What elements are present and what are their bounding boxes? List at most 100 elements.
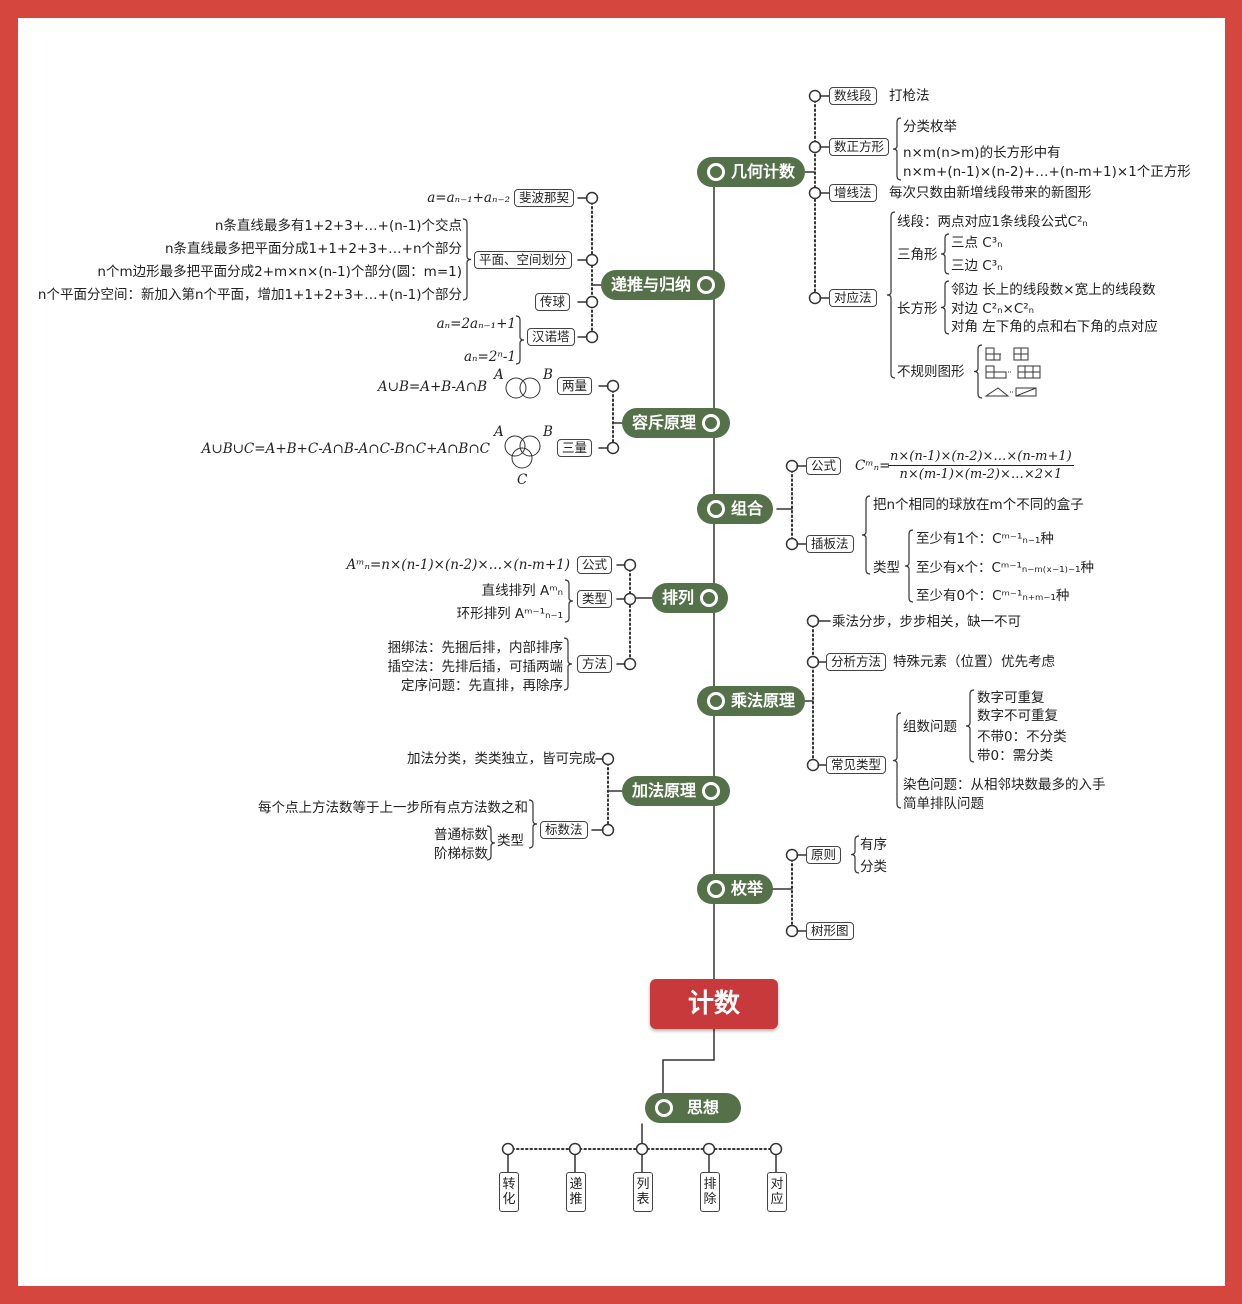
node-ring-icon (707, 692, 725, 710)
tag-labeling[interactable]: 标数法 (540, 821, 588, 839)
tag-analysis-method[interactable]: 分析方法 (826, 653, 887, 671)
tag-three-sets[interactable]: 三量 (557, 439, 593, 457)
node-circle-icon (769, 1142, 783, 1156)
irregular-shape-icon (985, 347, 1001, 361)
venn-circle-icon (519, 435, 541, 457)
division-line: n条直线最多有1+2+3+…+(n-1)个交点 (214, 218, 462, 234)
permutation-method: 定序问题：先直排，再除序 (401, 678, 563, 694)
brace (886, 211, 896, 379)
irregular-shape-icon (1015, 387, 1037, 397)
node-circle-icon (635, 1142, 649, 1156)
brace (850, 835, 860, 874)
venn-label-b: B (543, 367, 553, 383)
node-ring-icon (702, 414, 721, 432)
venn-label-b: B (543, 424, 553, 440)
node-circle-icon (808, 89, 822, 103)
thinking-item[interactable]: 对应 (767, 1172, 787, 1212)
thinking-item[interactable]: 递推 (566, 1172, 586, 1212)
node-multiplication[interactable]: 乘法原理 (697, 686, 806, 716)
digit-item: 数字可重复 (977, 690, 1045, 706)
mind-map-canvas (18, 18, 1225, 1286)
root-node[interactable]: 计数 (650, 979, 778, 1029)
node-circle-icon (785, 848, 799, 862)
tag-combination-formula[interactable]: 公式 (806, 457, 842, 475)
node-ring-icon (707, 500, 725, 518)
digit-item: 带0：需分类 (977, 748, 1054, 764)
node-inclusion-exclusion[interactable]: 容斥原理 (622, 408, 731, 438)
thinking-item[interactable]: 转化 (499, 1172, 519, 1212)
venn-circle-icon (511, 447, 533, 469)
venn-label-a: A (494, 424, 504, 440)
tag-division[interactable]: 平面、空间划分 (474, 251, 572, 269)
tag-correspondence[interactable]: 对应法 (829, 289, 877, 307)
squares-line: n×m(n>m)的长方形中有 (903, 145, 1061, 161)
irregular-shape-icon (1017, 365, 1041, 379)
node-addition[interactable]: 加法原理 (622, 776, 731, 806)
addition-rule: 加法分类，类类独立，皆可完成 (407, 751, 596, 767)
node-ring-icon (655, 1099, 673, 1117)
node-label: 枚举 (731, 879, 764, 898)
denominator: n×(m-1)×(m-2)×…×2×1 (899, 467, 1063, 482)
node-circle-icon (606, 379, 620, 393)
brace (940, 280, 950, 335)
brace (515, 315, 525, 365)
brace (563, 637, 573, 691)
tag-permutation-methods[interactable]: 方法 (577, 655, 613, 673)
node-permutation[interactable]: 排列 (652, 583, 729, 613)
node-circle-icon (585, 253, 599, 267)
thinking-item[interactable]: 列表 (633, 1172, 653, 1212)
three-sets-formula: A∪B∪C=A+B+C-A∩B-A∩C-B∩C+A∩B∩C (201, 441, 490, 457)
thinking-item[interactable]: 排除 (700, 1172, 720, 1212)
tag-add-line[interactable]: 增线法 (829, 184, 877, 202)
tag-permutation-formula[interactable]: 公式 (577, 556, 613, 574)
tag-count-segments[interactable]: 数线段 (829, 87, 877, 105)
brace (892, 117, 902, 181)
node-enumeration[interactable]: 枚举 (697, 874, 774, 904)
node-thinking[interactable]: 思想 (645, 1093, 741, 1123)
brace (940, 233, 950, 275)
tag-permutation-types[interactable]: 类型 (577, 590, 613, 608)
labeling-type-item: 普通标数 (434, 827, 488, 843)
squares-line: 分类枚举 (903, 119, 957, 135)
digit-item: 数字不可重复 (977, 708, 1058, 724)
venn-label-a: A (494, 367, 504, 383)
principle-item: 有序 (860, 837, 887, 853)
node-label: 排列 (662, 588, 695, 607)
rectangle-item: 邻边 长上的线段数×宽上的线段数 (951, 282, 1156, 298)
coloring-problem: 染色问题：从相邻块数最多的入手 (903, 777, 1106, 793)
node-combination[interactable]: 组合 (697, 494, 774, 524)
node-ring-icon (702, 782, 721, 800)
venn-label-c: C (517, 472, 528, 488)
node-circle-icon (785, 459, 799, 473)
node-circle-icon (501, 1142, 515, 1156)
rectangle-item: 对边 C²ₙ×C²ₙ (951, 301, 1035, 317)
node-label: 加法原理 (632, 781, 697, 800)
venn-circle-icon (519, 377, 541, 399)
rectangle-item: 对角 左下角的点和右下角的点对应 (951, 319, 1158, 335)
tag-principle[interactable]: 原则 (806, 846, 842, 864)
labeling-line: 每个点上方法数等于上一步所有点方法数之和 (258, 800, 528, 816)
node-circle-icon (785, 924, 799, 938)
labeling-type: 类型 (497, 833, 524, 849)
tag-fibonacci[interactable]: 斐波那契 (514, 189, 575, 207)
tag-stars-bars[interactable]: 插板法 (806, 535, 854, 553)
node-geometry-counting[interactable]: 几何计数 (697, 157, 806, 187)
node-circle-icon (585, 330, 599, 344)
tag-two-sets[interactable]: 两量 (557, 377, 593, 395)
tag-count-squares[interactable]: 数正方形 (829, 138, 890, 156)
node-circle-icon (585, 295, 599, 309)
rectangle-label: 长方形 (897, 301, 938, 317)
count-segments-text: 打枪法 (889, 88, 930, 104)
tag-common-types[interactable]: 常见类型 (826, 756, 887, 774)
irregular-shape-icon (985, 365, 1007, 379)
triangle-item: 三点 C³ₙ (951, 235, 1003, 251)
tag-pass-ball[interactable]: 传球 (535, 293, 571, 311)
tag-tree-diagram[interactable]: 树形图 (806, 922, 854, 940)
permutation-method: 插空法：先排后插，可插两端 (387, 659, 564, 675)
analysis-text: 特殊元素（位置）优先考虑 (893, 654, 1055, 670)
brace (564, 579, 574, 623)
node-induction[interactable]: 递推与归纳 (601, 270, 726, 300)
node-circle-icon (623, 592, 637, 606)
tag-hanoi[interactable]: 汉诺塔 (527, 328, 575, 346)
node-circle-icon (806, 614, 820, 628)
